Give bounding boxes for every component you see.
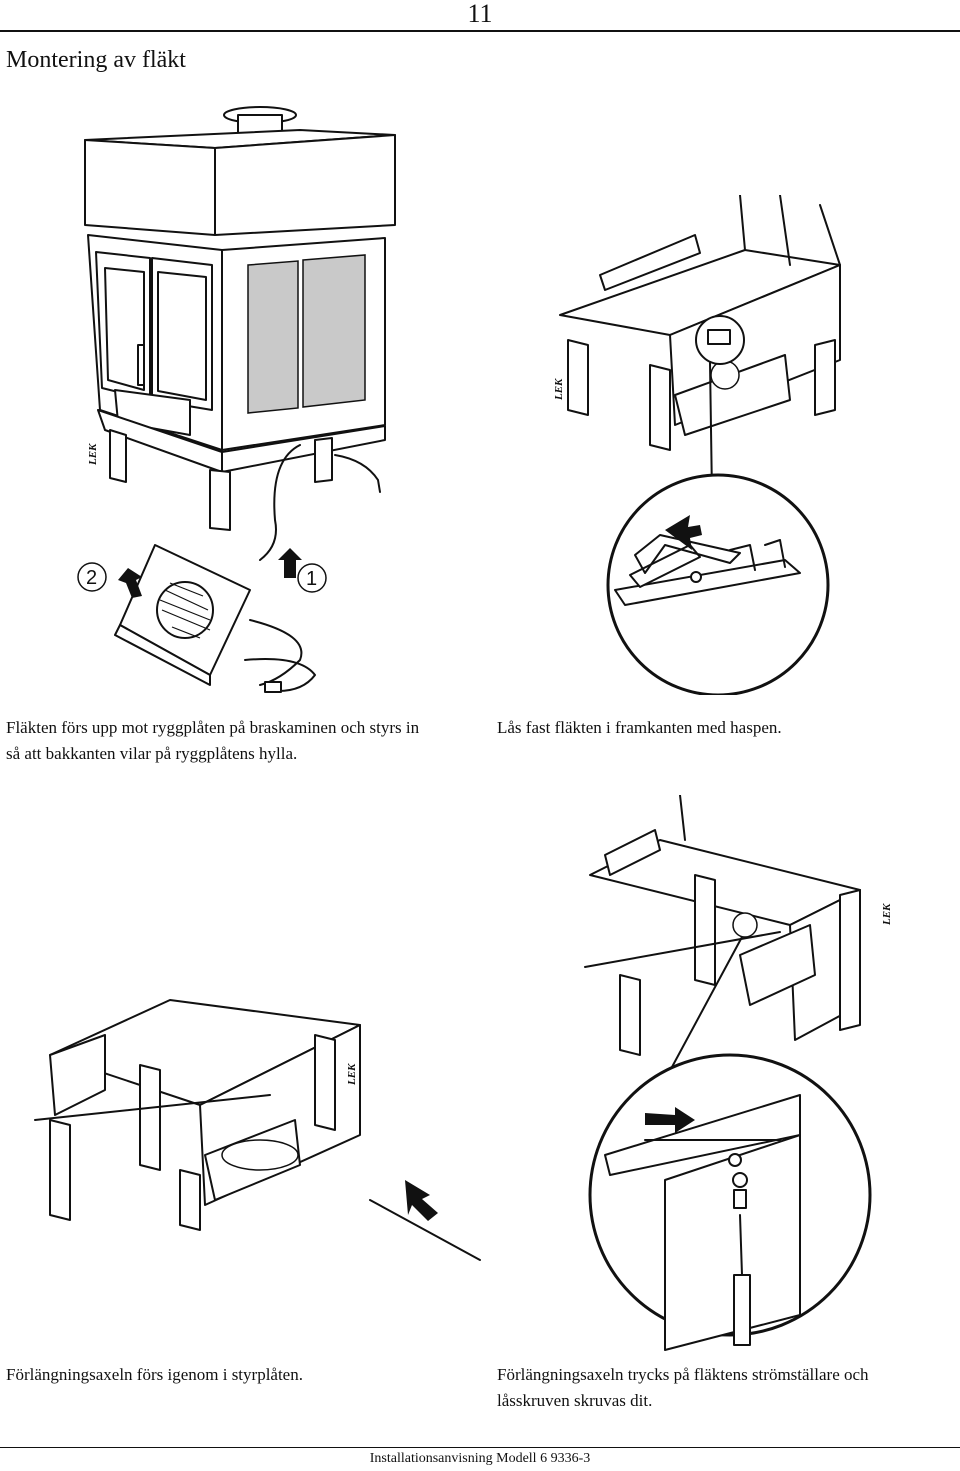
figure-latch-lock: LEK: [553, 195, 841, 695]
caption-fig1-line2: så att bakkanten vilar på ryggplåtens hy…: [6, 744, 298, 763]
lek-label-fig4: LEK: [881, 903, 893, 926]
lek-label-fig3: LEK: [346, 1063, 358, 1086]
step-two-label: 2: [86, 567, 97, 589]
step-one-label: 1: [306, 568, 317, 590]
header-rule: [0, 30, 960, 32]
caption-fig4: Förlängningsaxeln trycks på fläktens str…: [497, 1362, 957, 1414]
caption-fig4-line2: låsskruven skruvas dit.: [497, 1391, 653, 1410]
figure-locking-screw: LEK: [584, 795, 893, 1351]
lek-label-fig2: LEK: [553, 378, 565, 401]
caption-fig4-line1: Förlängningsaxeln trycks på fläktens str…: [497, 1365, 869, 1384]
lek-label-fig1: LEK: [87, 443, 99, 466]
page-number: 11: [467, 0, 493, 28]
caption-fig3: Förlängningsaxeln förs igenom i styrplåt…: [6, 1365, 303, 1384]
caption-fig1-line1: Fläkten förs upp mot ryggplåten på brask…: [6, 718, 420, 737]
page-title: Montering av fläkt: [6, 47, 186, 73]
figure-extension-axle: LEK: [34, 999, 481, 1261]
page-footer: Installationsanvisning Modell 6 9336-3: [369, 1451, 591, 1466]
caption-fig2: Lås fast fläkten i framkanten med haspen…: [497, 718, 782, 737]
caption-fig1: Fläkten förs upp mot ryggplåten på brask…: [6, 715, 476, 767]
figure-stove-fan-insertion: 1 2 LEK: [77, 106, 396, 693]
footer-rule: [0, 1447, 960, 1448]
